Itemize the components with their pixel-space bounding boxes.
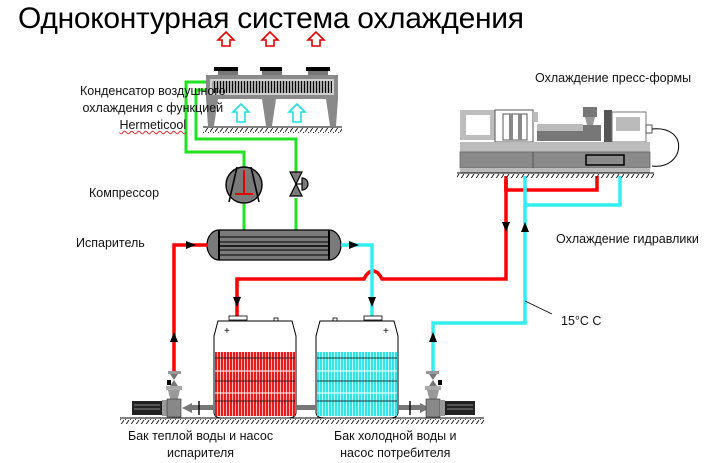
- cold-tank-label: Бак холодной воды и насос потребителя: [334, 429, 457, 460]
- flow-arrow-icon: [521, 222, 529, 232]
- flow-arrow-icon: [170, 332, 178, 342]
- mold-cooling-label: Охлаждение пресс-формы: [535, 71, 692, 85]
- ground-hatch: [120, 419, 484, 424]
- expansion-valve: [289, 171, 309, 197]
- cold-air-arrow-icon: [231, 102, 251, 123]
- consumer-pump: [398, 371, 475, 418]
- hot-air-arrow-icon: [260, 30, 280, 47]
- compressor-label: Компрессор: [89, 186, 160, 200]
- warm-water-tank: +: [213, 315, 297, 419]
- flow-arrow-icon: [429, 332, 437, 342]
- evaporator-label: Испаритель: [76, 236, 145, 250]
- condenser-label: Конденсатор воздушного охлаждения с функ…: [80, 84, 226, 132]
- tank-connector-pipe: [296, 405, 316, 410]
- hot-air-arrow-icon: [306, 30, 326, 47]
- hot-air-arrows: [216, 30, 326, 47]
- flow-arrow-icon: [233, 297, 241, 307]
- flow-arrow-icon: [186, 241, 196, 249]
- air-cooled-condenser: [203, 67, 342, 133]
- flow-arrow-icon: [502, 222, 510, 232]
- flow-arrows: [170, 222, 529, 342]
- compressor: [225, 166, 263, 204]
- warm-tank-label: Бак теплой воды и насос испарителя: [128, 429, 274, 460]
- injection-molding-machine: [457, 107, 680, 178]
- evaporator-pump: [132, 371, 214, 418]
- hydraulics-cooling-label: Охлаждение гидравлики: [556, 232, 699, 246]
- cold-water-tank: +: [315, 315, 399, 419]
- refrigerant-circuit: [184, 80, 298, 230]
- hot-air-arrow-icon: [216, 30, 236, 47]
- flow-arrow-icon: [349, 241, 359, 249]
- cold-air-arrow-icon: [287, 102, 307, 123]
- evaporator: [206, 229, 342, 261]
- svg-text:+: +: [224, 326, 230, 337]
- temperature-label: 15°C С: [561, 314, 602, 328]
- flow-arrow-icon: [368, 297, 376, 307]
- svg-text:+: +: [383, 326, 389, 337]
- temperature-leader-line: [524, 300, 553, 315]
- diagram-title: Одноконтурная система охлаждения: [18, 2, 524, 35]
